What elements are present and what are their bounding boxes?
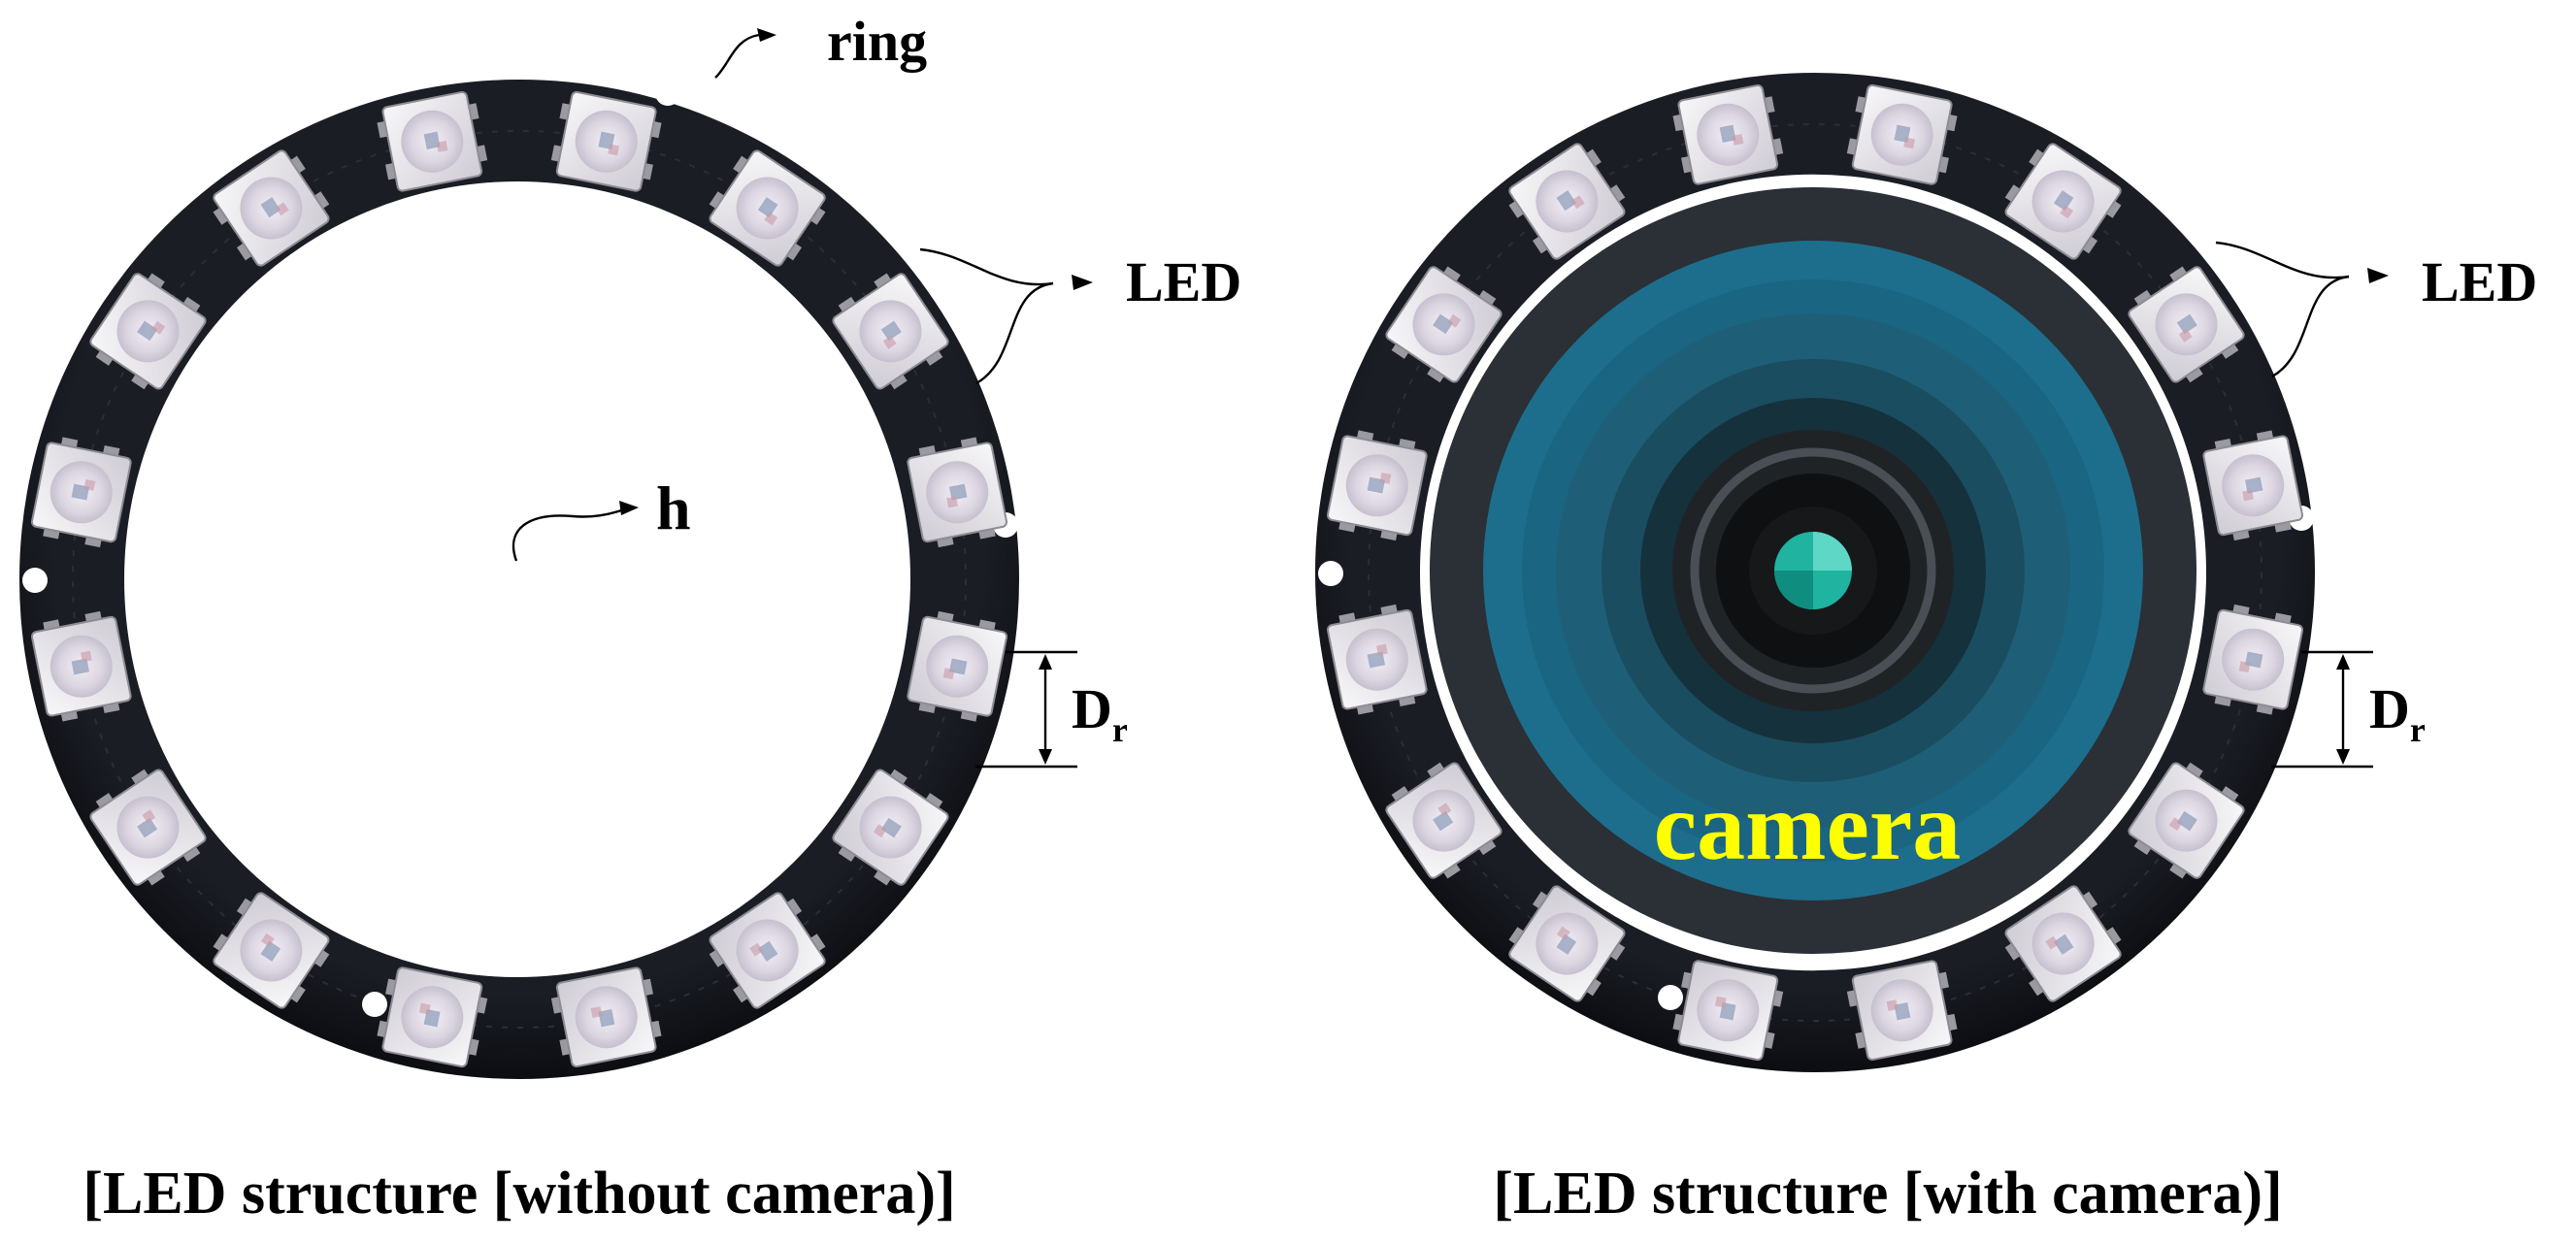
mount-hole-left-left — [22, 568, 48, 593]
led-left-14 — [89, 273, 207, 390]
led-left-12 — [30, 610, 132, 722]
mount-hole-left-top — [655, 81, 680, 106]
hole-pointer-arrowhead — [619, 501, 639, 515]
label-dim-sub-left: r — [1112, 710, 1128, 749]
led-left-9 — [377, 966, 488, 1068]
led-left-8 — [550, 966, 662, 1068]
pcb-ring-right — [1315, 73, 2315, 1072]
led-right-1 — [1846, 83, 1958, 185]
caption-left: [LED structure [without camera)] — [83, 1161, 955, 1227]
caption-right: [LED structure [with camera)] — [1493, 1161, 2282, 1227]
led-left-7 — [709, 892, 826, 1009]
ring-pointer — [714, 33, 760, 79]
label-dim-sub-right: r — [2410, 710, 2426, 749]
led-left-10 — [213, 892, 330, 1009]
led-right-3 — [2128, 266, 2245, 383]
label-ring: ring — [827, 10, 927, 73]
led-left-1 — [550, 90, 662, 192]
led-right-10 — [1508, 885, 1626, 1002]
label-hole: h — [656, 474, 691, 542]
label-led-left: LED — [1126, 250, 1241, 313]
label-led-right: LED — [2422, 250, 2537, 313]
led-pointer-arrowhead-right — [2367, 268, 2389, 283]
led-right-12 — [1326, 604, 1428, 715]
dimension-dr-left: Dr — [975, 650, 1128, 769]
label-dim-main-left: D — [1072, 677, 1112, 740]
led-pointer-upper-left — [919, 247, 1054, 286]
led-right-8 — [1846, 960, 1958, 1062]
led-left-13 — [30, 437, 132, 548]
mount-hole-right-bottom — [1658, 985, 1683, 1010]
label-camera: camera — [1654, 772, 1961, 880]
dimension-dr-right: Dr — [2271, 650, 2426, 769]
led-pointer-arrowhead-left — [1072, 275, 1093, 290]
led-right-9 — [1672, 960, 1784, 1062]
led-group-right — [1326, 83, 2304, 1062]
led-pointer-lower-left — [975, 281, 1054, 385]
ring-pointer-arrowhead — [757, 28, 776, 42]
led-right-7 — [2004, 885, 2122, 1002]
mount-hole-right-left — [1318, 561, 1343, 586]
led-left-3 — [832, 273, 949, 390]
led-left-11 — [89, 769, 207, 886]
led-pointer-upper-right — [2215, 241, 2350, 279]
led-right-2 — [2004, 143, 2122, 260]
led-left-6 — [832, 769, 949, 886]
led-group-left — [30, 90, 1008, 1068]
led-right-13 — [1326, 430, 1428, 541]
svg-text:Dr: Dr — [1072, 677, 1128, 749]
left-panel: ring LED h Dr [LED structure [without ca… — [19, 10, 1241, 1227]
led-left-4 — [907, 437, 1008, 548]
led-right-14 — [1385, 266, 1503, 383]
led-right-15 — [1508, 143, 1626, 260]
led-left-5 — [907, 610, 1008, 722]
led-right-5 — [2202, 604, 2304, 715]
label-dim-main-right: D — [2369, 677, 2410, 740]
led-right-6 — [2128, 762, 2245, 879]
svg-text:Dr: Dr — [2369, 677, 2426, 749]
led-right-16 — [1672, 83, 1784, 185]
led-pointer-lower-right — [2271, 275, 2350, 378]
mount-hole-left-bottom — [362, 992, 387, 1017]
right-panel: camera LED Dr [LED structure [with camer… — [1315, 73, 2537, 1227]
led-left-2 — [709, 149, 826, 267]
led-left-16 — [377, 90, 488, 192]
camera-lens — [1430, 187, 2196, 954]
hole-pointer — [512, 508, 622, 562]
pcb-ring-left — [19, 80, 1019, 1079]
led-left-15 — [213, 149, 330, 267]
led-right-4 — [2202, 430, 2304, 541]
led-right-11 — [1385, 762, 1503, 879]
